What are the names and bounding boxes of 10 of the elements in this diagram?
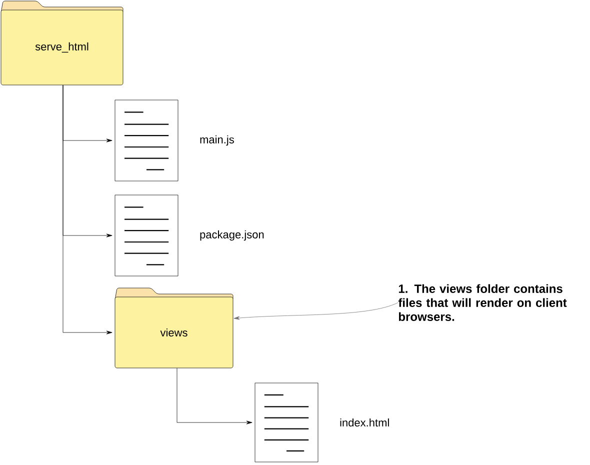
arrow <box>176 368 252 424</box>
arrow <box>62 85 112 334</box>
file-name: index.html <box>340 418 389 427</box>
file-name: main.js <box>200 135 234 146</box>
document-icon <box>114 100 178 182</box>
callout-text: 1. The views folder contains files that will render on client browsers. <box>398 284 567 321</box>
document-icon <box>114 194 178 276</box>
file-name: package.json <box>200 230 264 241</box>
document-icon <box>254 382 318 462</box>
arrow <box>234 302 398 320</box>
